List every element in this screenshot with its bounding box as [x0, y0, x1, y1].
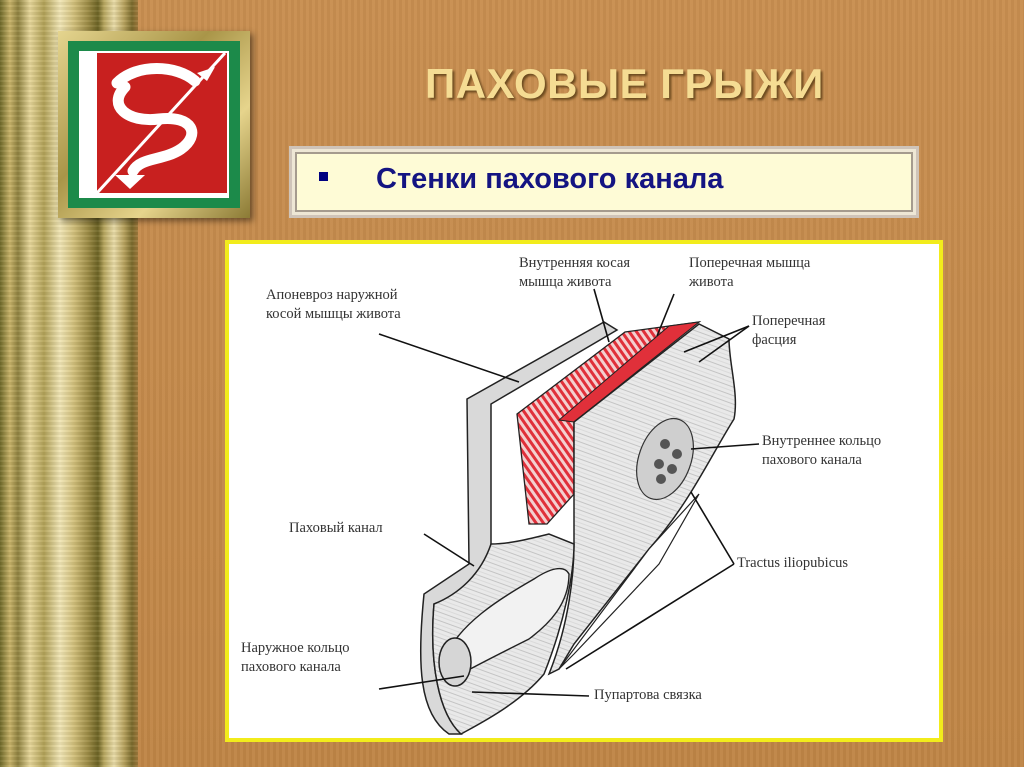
subtitle-text: Стенки пахового канала — [376, 163, 724, 195]
leader-inguinal-canal — [423, 533, 475, 567]
leader-tractus-2 — [565, 563, 735, 670]
label-poupart: Пупартова связка — [594, 687, 702, 703]
leader-tractus-1 — [690, 491, 735, 565]
transverse-muscle-layer — [557, 321, 701, 423]
inguinal-canal-diagram — [378, 288, 760, 735]
logo — [58, 31, 250, 218]
label-inguinal-canal: Паховый канал — [289, 520, 383, 536]
leader-internal-ring — [690, 443, 760, 450]
leader-external-ring — [378, 675, 465, 690]
bullet-icon — [319, 172, 328, 181]
transverse-fascia-sheet — [547, 323, 737, 676]
leader-poupart — [471, 691, 590, 697]
leader-internal-oblique — [593, 288, 610, 343]
logo-green-panel — [68, 41, 240, 208]
spermatic-cord — [443, 567, 570, 675]
label-transverse-fascia: Поперечная фасция — [752, 313, 826, 348]
external-ring-opening — [438, 637, 472, 687]
leader-fascia-2 — [698, 325, 750, 363]
label-tractus: Tractus iliopubicus — [737, 555, 849, 571]
figure-frame: Апоневроз наружной косой мышцы живота Вн… — [225, 240, 943, 742]
snake-bowl-emblem-icon — [97, 53, 227, 193]
internal-ring — [636, 417, 694, 501]
subtitle-box: Стенки пахового канала — [289, 146, 919, 218]
leader-transverse-muscle — [656, 293, 675, 337]
label-internal-ring: Внутреннее кольцо пахового канала — [762, 433, 882, 468]
label-aponeurosis: Апоневроз наружной косой мышцы живота — [266, 287, 401, 322]
label-internal-oblique: Внутренняя косая мышца живота — [519, 255, 631, 290]
leader-aponeurosis — [378, 333, 520, 383]
poupart-ligament — [558, 493, 700, 670]
page-title: ПАХОВЫЕ ГРЫЖИ — [425, 60, 824, 107]
leader-fascia-1 — [683, 325, 750, 353]
label-transverse-muscle: Поперечная мышца живота — [689, 255, 811, 290]
label-external-ring: Наружное кольцо пахового канала — [241, 640, 350, 675]
